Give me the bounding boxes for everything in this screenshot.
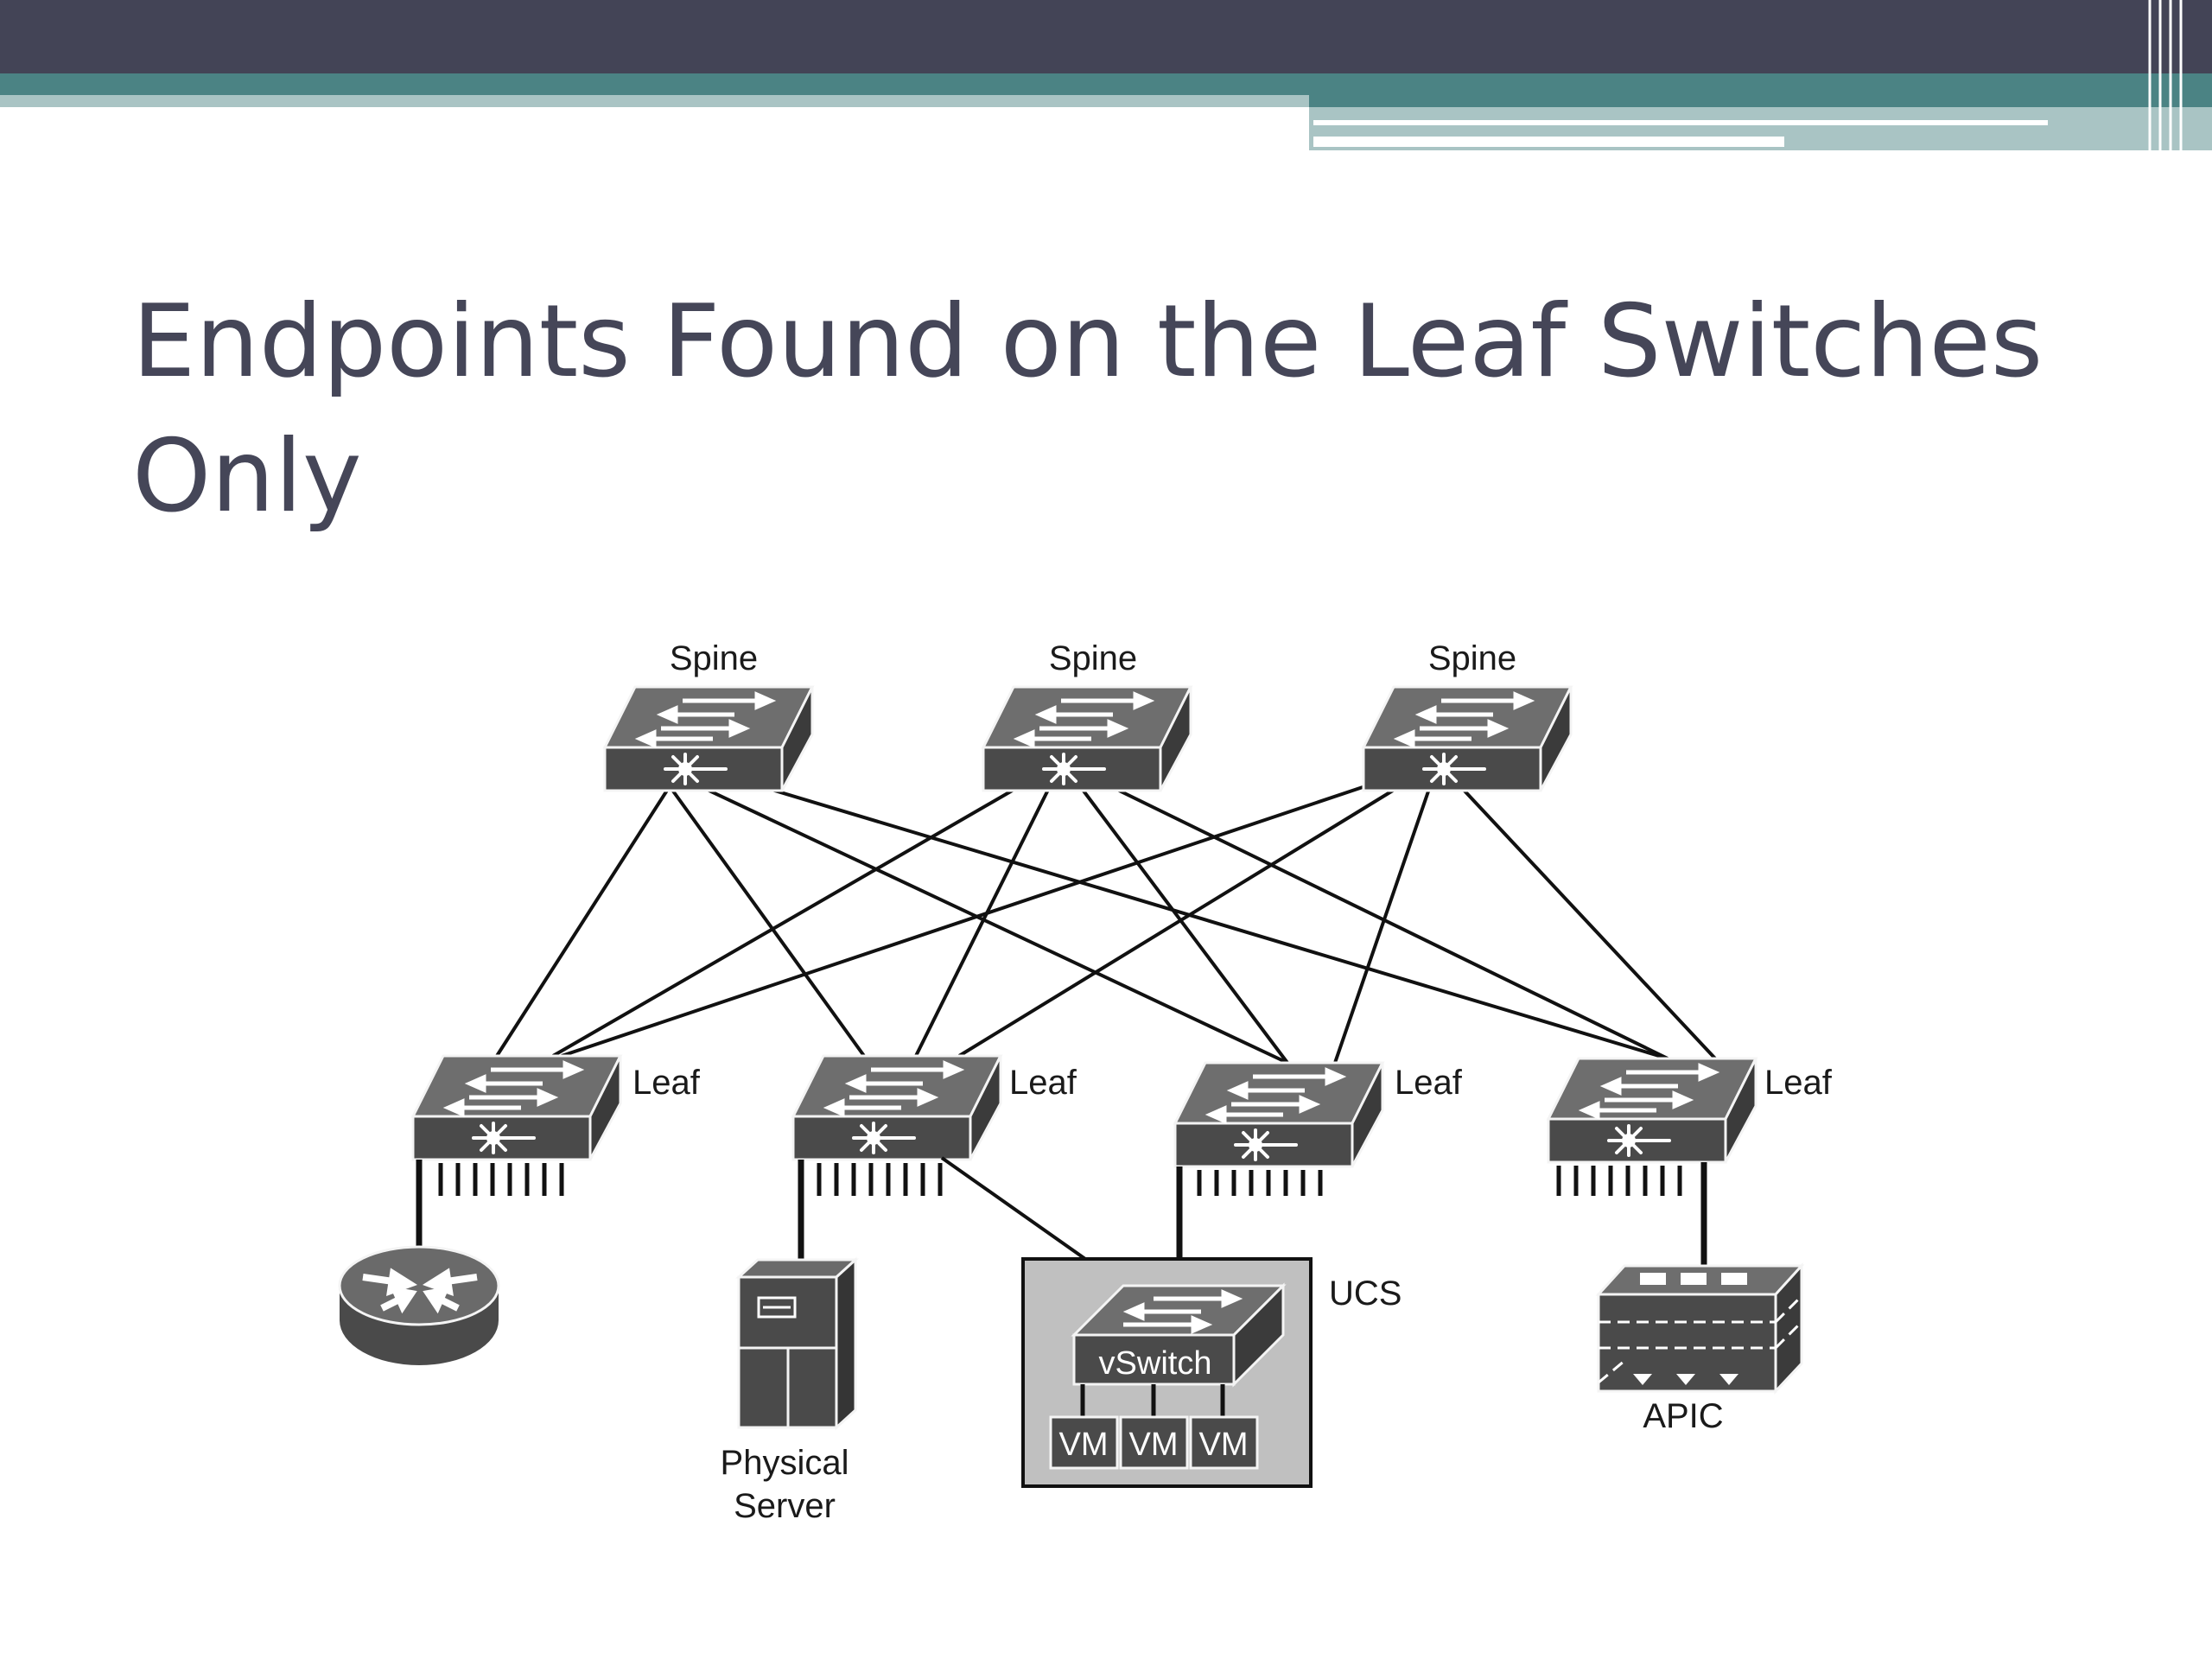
switch-icon — [605, 687, 812, 791]
slide-title: Endpoints Found on the Leaf Switches Onl… — [132, 275, 2120, 544]
leaf-switch-4: Leaf — [1548, 1058, 1833, 1196]
slide-title-line-2: Only — [132, 418, 362, 535]
switch-icon — [1548, 1058, 1756, 1162]
vm-label-2: VM — [1129, 1427, 1179, 1463]
vm-label-1: VM — [1059, 1427, 1109, 1463]
leaf-switch-1: Leaf — [413, 1056, 701, 1196]
vswitch-label: vSwitch — [1099, 1345, 1212, 1382]
server-icon — [735, 1256, 859, 1431]
physical-server-label-2: Server — [734, 1487, 836, 1525]
spine-label-2: Spine — [1049, 639, 1137, 677]
spine-switch-3: Spine — [1363, 639, 1571, 791]
ucs-chassis: UCS vSwitch VM VM VM — [1021, 1257, 1402, 1488]
leaf-label-4: Leaf — [1764, 1064, 1833, 1102]
leaf-ports-4 — [1556, 1166, 1682, 1196]
switch-icon — [793, 1056, 1001, 1160]
physical-server-label-1: Physical — [721, 1444, 849, 1482]
slide-header-bar — [0, 0, 2212, 150]
apic-label: APIC — [1643, 1397, 1723, 1435]
vm-3: VM — [1189, 1415, 1259, 1470]
switch-icon — [413, 1056, 620, 1160]
vm-2: VM — [1119, 1415, 1189, 1470]
leaf-label-1: Leaf — [632, 1064, 701, 1102]
spine-label-3: Spine — [1428, 639, 1516, 677]
spine-switch-2: Spine — [983, 639, 1191, 791]
fabric-links — [495, 785, 1717, 1065]
leaf-switch-3: Leaf — [1175, 1063, 1463, 1196]
switch-icon — [1175, 1063, 1382, 1166]
switch-icon — [983, 687, 1191, 791]
apic-appliance-icon — [1595, 1262, 1805, 1395]
router-icon — [338, 1245, 500, 1365]
leaf-switch-2: Leaf — [793, 1056, 1077, 1196]
vm-label-3: VM — [1199, 1427, 1249, 1463]
ucs-label: UCS — [1329, 1274, 1402, 1313]
vswitch-icon: vSwitch — [1071, 1282, 1287, 1388]
leaf-ports-1 — [438, 1163, 564, 1196]
vm-1: VM — [1049, 1415, 1119, 1470]
slide-title-line-1: Endpoints Found on the Leaf Switches — [132, 283, 2044, 400]
leaf-label-3: Leaf — [1395, 1064, 1463, 1102]
leaf-ports-3 — [1197, 1170, 1323, 1196]
spine-switch-1: Spine — [605, 639, 812, 791]
vm-links — [1080, 1384, 1225, 1417]
leaf-label-2: Leaf — [1009, 1064, 1077, 1102]
switch-icon — [1363, 687, 1571, 791]
spine-label-1: Spine — [670, 639, 758, 677]
leaf-ports-2 — [817, 1163, 943, 1196]
